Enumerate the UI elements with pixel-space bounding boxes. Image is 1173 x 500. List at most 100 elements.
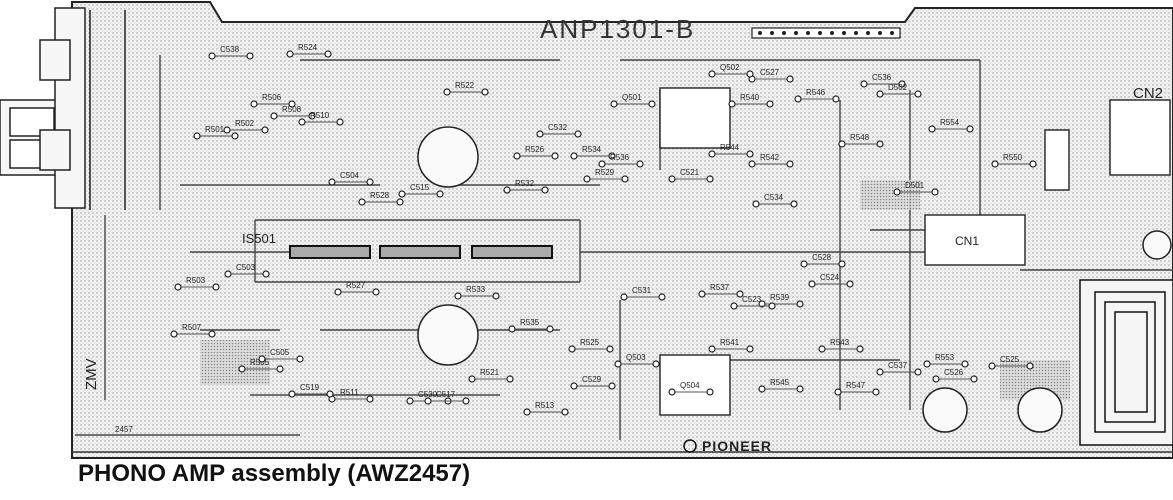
- component-r526: R526: [513, 145, 559, 160]
- figure-caption: PHONO AMP assembly (AWZ2457): [78, 460, 471, 487]
- component-label: R539: [770, 293, 790, 302]
- component-label: C527: [760, 68, 780, 77]
- component-label: C529: [582, 375, 602, 384]
- component-r501: R501: [193, 125, 239, 140]
- component-r521: R521: [468, 368, 514, 383]
- component-label: R526: [525, 145, 545, 154]
- component-label: C532: [548, 123, 568, 132]
- component-c505: C505: [258, 348, 304, 363]
- component-label: C523: [742, 295, 762, 304]
- component-label: D502: [888, 83, 908, 92]
- component-label: C503: [236, 263, 256, 272]
- component-label: R537: [710, 283, 730, 292]
- component-label: D501: [905, 181, 925, 190]
- transformer-coil: [1079, 279, 1173, 446]
- component-label: R527: [346, 281, 366, 290]
- component-label: R501: [205, 125, 225, 134]
- component-label: R525: [580, 338, 600, 347]
- component-label: C519: [300, 383, 320, 392]
- is501-label: IS501: [242, 231, 276, 246]
- component-r547: R547: [834, 381, 880, 396]
- component-label: Q501: [622, 93, 642, 102]
- component-c537: C537: [876, 361, 922, 376]
- component-label: C530: [418, 390, 438, 399]
- component-c536: C536: [860, 73, 906, 88]
- component-c503: C503: [224, 263, 270, 278]
- component-c517: C517: [424, 390, 470, 405]
- cn1-label: CN1: [955, 234, 979, 248]
- component-q502: Q502: [708, 63, 754, 78]
- component-r535: R535: [508, 318, 554, 333]
- component-r522: R522: [443, 81, 489, 96]
- component-label: Q502: [720, 63, 740, 72]
- component-label: R503: [186, 276, 206, 285]
- component-q501: Q501: [610, 93, 656, 108]
- large-capacitors: [417, 126, 1172, 433]
- component-c521: C521: [668, 168, 714, 183]
- component-label: R535: [520, 318, 540, 327]
- component-c531: C531: [620, 286, 666, 301]
- component-label: R502: [235, 119, 255, 128]
- pcb-layout-diagram: ANP1301-B: [0, 0, 1173, 459]
- component-label: C515: [410, 183, 430, 192]
- bottom-code-label: 2457: [115, 425, 133, 434]
- component-d501: D501: [893, 181, 939, 196]
- component-label: C537: [888, 361, 908, 370]
- component-c515: C515: [398, 183, 444, 198]
- component-r554: R554: [928, 118, 974, 133]
- component-c504: C504: [328, 171, 374, 186]
- component-label: R550: [1003, 153, 1023, 162]
- component-r541: R541: [708, 338, 754, 353]
- component-r505: R505: [238, 358, 284, 373]
- component-label: C521: [680, 168, 700, 177]
- component-c534: C534: [752, 193, 798, 208]
- component-c532: C532: [536, 123, 582, 138]
- component-c519: C519: [288, 383, 334, 398]
- component-c526: C526: [932, 368, 978, 383]
- component-r529: R529: [583, 168, 629, 183]
- component-label: R554: [940, 118, 960, 127]
- component-label: C524: [820, 273, 840, 282]
- part-number-label: ANP1301-B: [540, 14, 695, 44]
- component-label: C528: [812, 253, 832, 262]
- cn2-label: CN2: [1133, 85, 1163, 102]
- component-c528: C528: [800, 253, 846, 268]
- component-label: R553: [935, 353, 955, 362]
- component-label: R536: [610, 153, 630, 162]
- component-label: R547: [846, 381, 866, 390]
- component-label: C517: [436, 390, 456, 399]
- component-r534: R534: [570, 145, 616, 160]
- board-outline: [71, 0, 1173, 459]
- component-r546: R546: [794, 88, 840, 103]
- component-r542: R542: [748, 153, 794, 168]
- top-pin-header: [751, 27, 901, 39]
- component-q504: Q504: [668, 381, 714, 396]
- component-r545: R545: [758, 378, 804, 393]
- component-r511: R511: [328, 388, 374, 403]
- component-label: R545: [770, 378, 790, 387]
- component-label: R532: [515, 179, 535, 188]
- component-r550: R550: [991, 153, 1037, 168]
- component-label: R534: [582, 145, 602, 154]
- component-label: R522: [455, 81, 475, 90]
- component-r513: R513: [523, 401, 569, 416]
- component-c524: C524: [808, 273, 854, 288]
- component-r553: R553: [923, 353, 969, 368]
- component-label: C504: [340, 171, 360, 180]
- component-label: R548: [850, 133, 870, 142]
- component-r540: R540: [728, 93, 774, 108]
- component-label: R533: [466, 285, 486, 294]
- component-label: R541: [720, 338, 740, 347]
- component-r536: R536: [598, 153, 644, 168]
- component-r506: R506: [250, 93, 296, 108]
- component-q503: Q503: [614, 353, 660, 368]
- component-label: R524: [298, 43, 318, 52]
- component-c527: C527: [748, 68, 794, 83]
- component-label: R505: [250, 358, 270, 367]
- component-r507: R507: [170, 323, 216, 338]
- ic501-socket: IS501: [242, 231, 553, 259]
- component-c529: C529: [570, 375, 616, 390]
- component-label: C526: [944, 368, 964, 377]
- component-r525: R525: [568, 338, 614, 353]
